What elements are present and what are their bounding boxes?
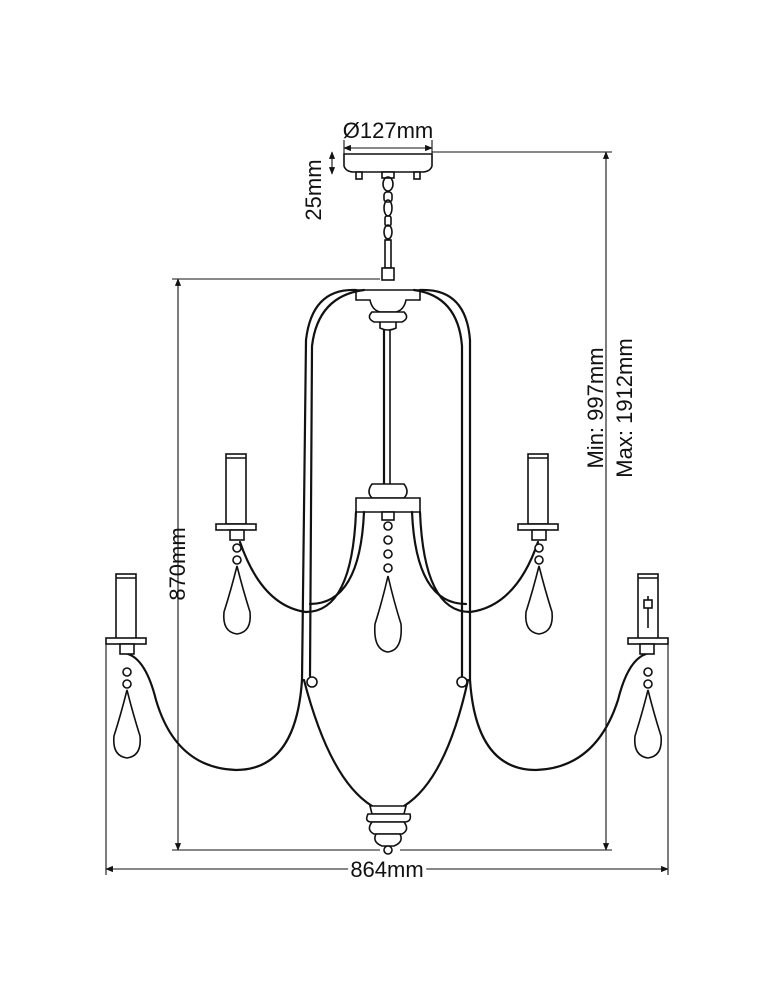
min-drop-label: Min: 997mm bbox=[583, 347, 608, 468]
top-hub bbox=[355, 289, 421, 331]
candle-lower-right bbox=[627, 573, 669, 655]
body-height-label: 870mm bbox=[165, 527, 190, 600]
candle-lower-left bbox=[105, 573, 147, 655]
upper-tier-arms bbox=[238, 510, 540, 614]
candle-upper-left bbox=[215, 453, 257, 541]
canopy-height-label: 25mm bbox=[301, 159, 326, 220]
dimension-lines bbox=[105, 140, 669, 875]
chandelier-drawing bbox=[105, 153, 669, 855]
chain bbox=[381, 176, 395, 281]
max-drop-label: Max: 1912mm bbox=[612, 338, 637, 477]
bottom-hub bbox=[365, 805, 412, 855]
crystal-drops bbox=[112, 521, 663, 759]
canopy-diameter-label: Ø127mm bbox=[343, 118, 433, 143]
width-label: 864mm bbox=[350, 857, 423, 882]
candle-upper-right bbox=[517, 453, 559, 541]
canopy bbox=[343, 153, 433, 180]
middle-hub bbox=[355, 483, 421, 521]
lower-tier-arms bbox=[126, 652, 648, 772]
frame-arms bbox=[300, 288, 472, 808]
